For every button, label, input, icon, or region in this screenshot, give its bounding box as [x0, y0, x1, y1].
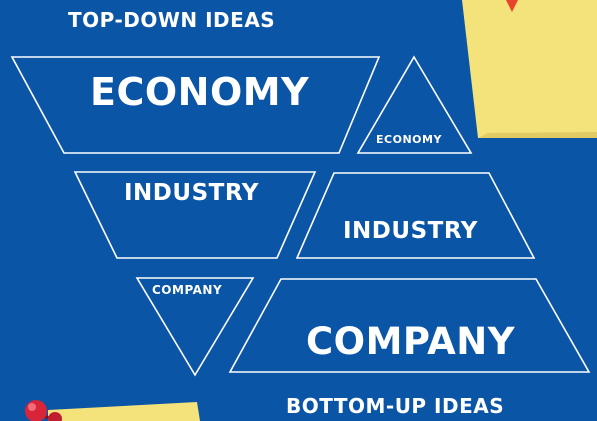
funnel-company-shape: [135, 277, 255, 377]
top-down-heading: TOP-DOWN IDEAS: [68, 8, 276, 32]
funnel-industry-shape: [73, 171, 317, 259]
pyramid-economy-label: ECONOMY: [376, 133, 442, 146]
funnel-company-label: COMPANY: [152, 283, 223, 297]
bottom-up-heading: BOTTOM-UP IDEAS: [286, 394, 505, 418]
sticky-note-top: [462, 0, 597, 138]
sticky-note-mark: [506, 0, 518, 12]
funnel-industry-label: INDUSTRY: [124, 180, 259, 206]
pyramid-industry-label: INDUSTRY: [343, 218, 478, 244]
sticky-note-bottom: [48, 402, 200, 421]
pyramid-company-shape: [228, 278, 591, 373]
pushpin-icon: [25, 400, 62, 421]
funnel-economy-shape: [10, 56, 381, 154]
funnel-economy-label: ECONOMY: [90, 70, 310, 114]
pyramid-industry-shape: [295, 172, 536, 259]
pyramid-company-label: COMPANY: [306, 320, 516, 363]
pyramid-economy-shape: [356, 55, 473, 154]
